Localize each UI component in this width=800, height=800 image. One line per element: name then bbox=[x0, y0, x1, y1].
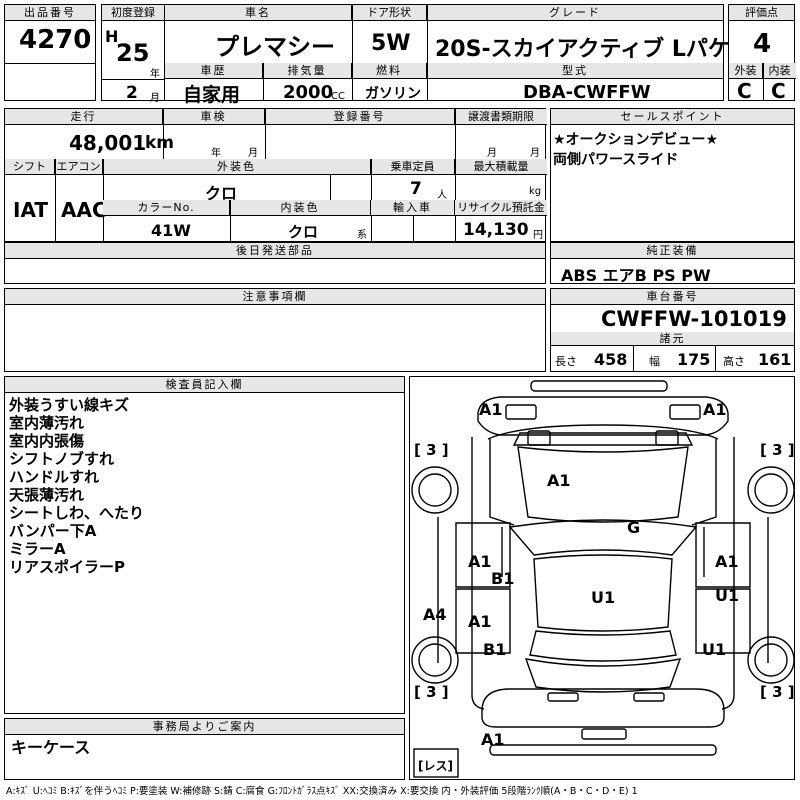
vehicle-info-box: 車名 ドア形状 グレード プレマシー 5W 20S-スカイアクティブ Lパケ 車… bbox=[164, 4, 730, 106]
recycle-fee: 14,130 bbox=[463, 220, 529, 240]
mileage: 48,001 bbox=[69, 131, 147, 155]
displacement: 2000 bbox=[283, 82, 334, 103]
mark-roof: U1 bbox=[591, 588, 616, 607]
mark-left-rear-door: A1 bbox=[468, 612, 492, 631]
exterior-grade: C bbox=[737, 79, 752, 103]
mark-bonnet: A1 bbox=[547, 471, 571, 490]
first-registration-label: 初度登録 bbox=[102, 5, 164, 21]
mark-rear-bumper: A1 bbox=[481, 730, 505, 749]
mark-front-left: A1 bbox=[479, 400, 503, 419]
note-line: ミラーA bbox=[9, 540, 66, 558]
equipment-box: 純正装備 ABS エアB PS PW bbox=[550, 242, 795, 285]
mark-right-rear: U1 bbox=[702, 640, 727, 659]
damage-legend: A:ｷｽﾞ U:ﾍｺﾐ B:ｷｽﾞを伴うﾍｺﾐ P:要塗装 W:補修跡 S:錆 … bbox=[6, 786, 638, 797]
note-line: 室内薄汚れ bbox=[9, 414, 85, 432]
tire-label-fl: [ 3 ] bbox=[414, 441, 449, 459]
first-registration-box: 初度登録 H 25 年 2 月 bbox=[101, 4, 165, 104]
car-outline bbox=[411, 380, 795, 778]
vehicle-history: 自家用 bbox=[183, 84, 241, 106]
selling-point-1: ★オークションデビュー★ bbox=[553, 132, 719, 148]
width-value: 175 bbox=[677, 350, 711, 369]
note-line: 室内内張傷 bbox=[9, 432, 85, 450]
door-type: 5W bbox=[371, 31, 411, 56]
lot-number: 4270 bbox=[19, 25, 92, 55]
length-value: 458 bbox=[594, 350, 628, 369]
color-number: 41W bbox=[151, 221, 191, 240]
mark-left-rear: B1 bbox=[483, 640, 507, 659]
tire-label-rl: [ 3 ] bbox=[414, 683, 449, 701]
later-parts-box: 後日発送部品 bbox=[4, 242, 546, 284]
selling-points-box: セールスポイント ★オークションデビュー★ 両側パワースライド bbox=[550, 108, 795, 242]
mark-right-rear-door: U1 bbox=[715, 586, 740, 605]
score-box: 評価点 4 外装 内装 C C bbox=[728, 4, 796, 103]
interior-color: クロ bbox=[288, 223, 319, 241]
mark-front-right: A1 bbox=[703, 400, 727, 419]
chassis-number: CWFFW-101019 bbox=[601, 307, 787, 331]
height-value: 161 bbox=[758, 350, 792, 369]
interior-grade: C bbox=[771, 79, 786, 103]
aircon-type: AAC bbox=[61, 198, 107, 222]
note-line: シフトノブすれ bbox=[9, 450, 115, 468]
chassis-box: 車台番号 CWFFW-101019 諸元 長さ 458 幅 175 高さ 161 bbox=[550, 288, 795, 372]
lot-number-box: 出品番号 4270 bbox=[4, 4, 96, 101]
tire-label-rr: [ 3 ] bbox=[760, 683, 795, 701]
note-line: リアスポイラーP bbox=[9, 558, 125, 576]
inspector-notes-list: 外装うすい線キズ 室内薄汚れ 室内内張傷 シフトノブすれ ハンドルすれ 天張薄汚… bbox=[9, 396, 144, 576]
note-line: 天張薄汚れ bbox=[9, 486, 85, 504]
standard-equipment: ABS エアB PS PW bbox=[561, 266, 711, 285]
model-code: DBA-CWFFW bbox=[523, 82, 651, 103]
details-box: 走行 車検 登録番号 譲渡書類期限 48,001 km 年 月 月 月 シフト … bbox=[4, 108, 547, 243]
note-line: シートしわ、へたり bbox=[9, 504, 145, 522]
mark-windshield: G bbox=[627, 518, 641, 537]
mark-left-sill: B1 bbox=[491, 569, 515, 588]
spare-tire-label: [レス] bbox=[418, 759, 453, 773]
exterior-color: クロ bbox=[205, 184, 238, 203]
note-line: バンパー下A bbox=[9, 522, 97, 540]
mark-left-quarter: A4 bbox=[423, 605, 447, 624]
car-name: プレマシー bbox=[215, 33, 335, 61]
registration-year: 25 bbox=[116, 39, 150, 67]
fuel-type: ガソリン bbox=[365, 86, 421, 102]
era: H bbox=[105, 27, 119, 46]
office-notes-box: 事務局よりご案内 キーケース bbox=[4, 718, 405, 780]
registration-month: 2 bbox=[126, 83, 138, 103]
mark-right-front-door: A1 bbox=[715, 552, 739, 571]
selling-point-2: 両側パワースライド bbox=[553, 152, 679, 168]
mark-left-front-door: A1 bbox=[468, 552, 492, 571]
lot-number-label: 出品番号 bbox=[5, 5, 95, 21]
office-note: キーケース bbox=[11, 738, 91, 757]
damage-diagram: [ 3 ] [ 3 ] [ 3 ] [ 3 ] [レス] A1 A1 A1 G … bbox=[409, 376, 795, 780]
tire-label-fr: [ 3 ] bbox=[760, 441, 795, 459]
grade: 20S-スカイアクティブ Lパケ bbox=[435, 37, 730, 62]
caution-box: 注意事項欄 bbox=[4, 288, 546, 372]
overall-score: 4 bbox=[753, 29, 772, 59]
shift-type: IAT bbox=[13, 198, 49, 222]
seating-capacity: 7 bbox=[410, 179, 422, 199]
inspector-notes-box: 検査員記入欄 外装うすい線キズ 室内薄汚れ 室内内張傷 シフトノブすれ ハンドル… bbox=[4, 376, 405, 714]
note-line: ハンドルすれ bbox=[9, 468, 100, 486]
note-line: 外装うすい線キズ bbox=[9, 396, 130, 414]
